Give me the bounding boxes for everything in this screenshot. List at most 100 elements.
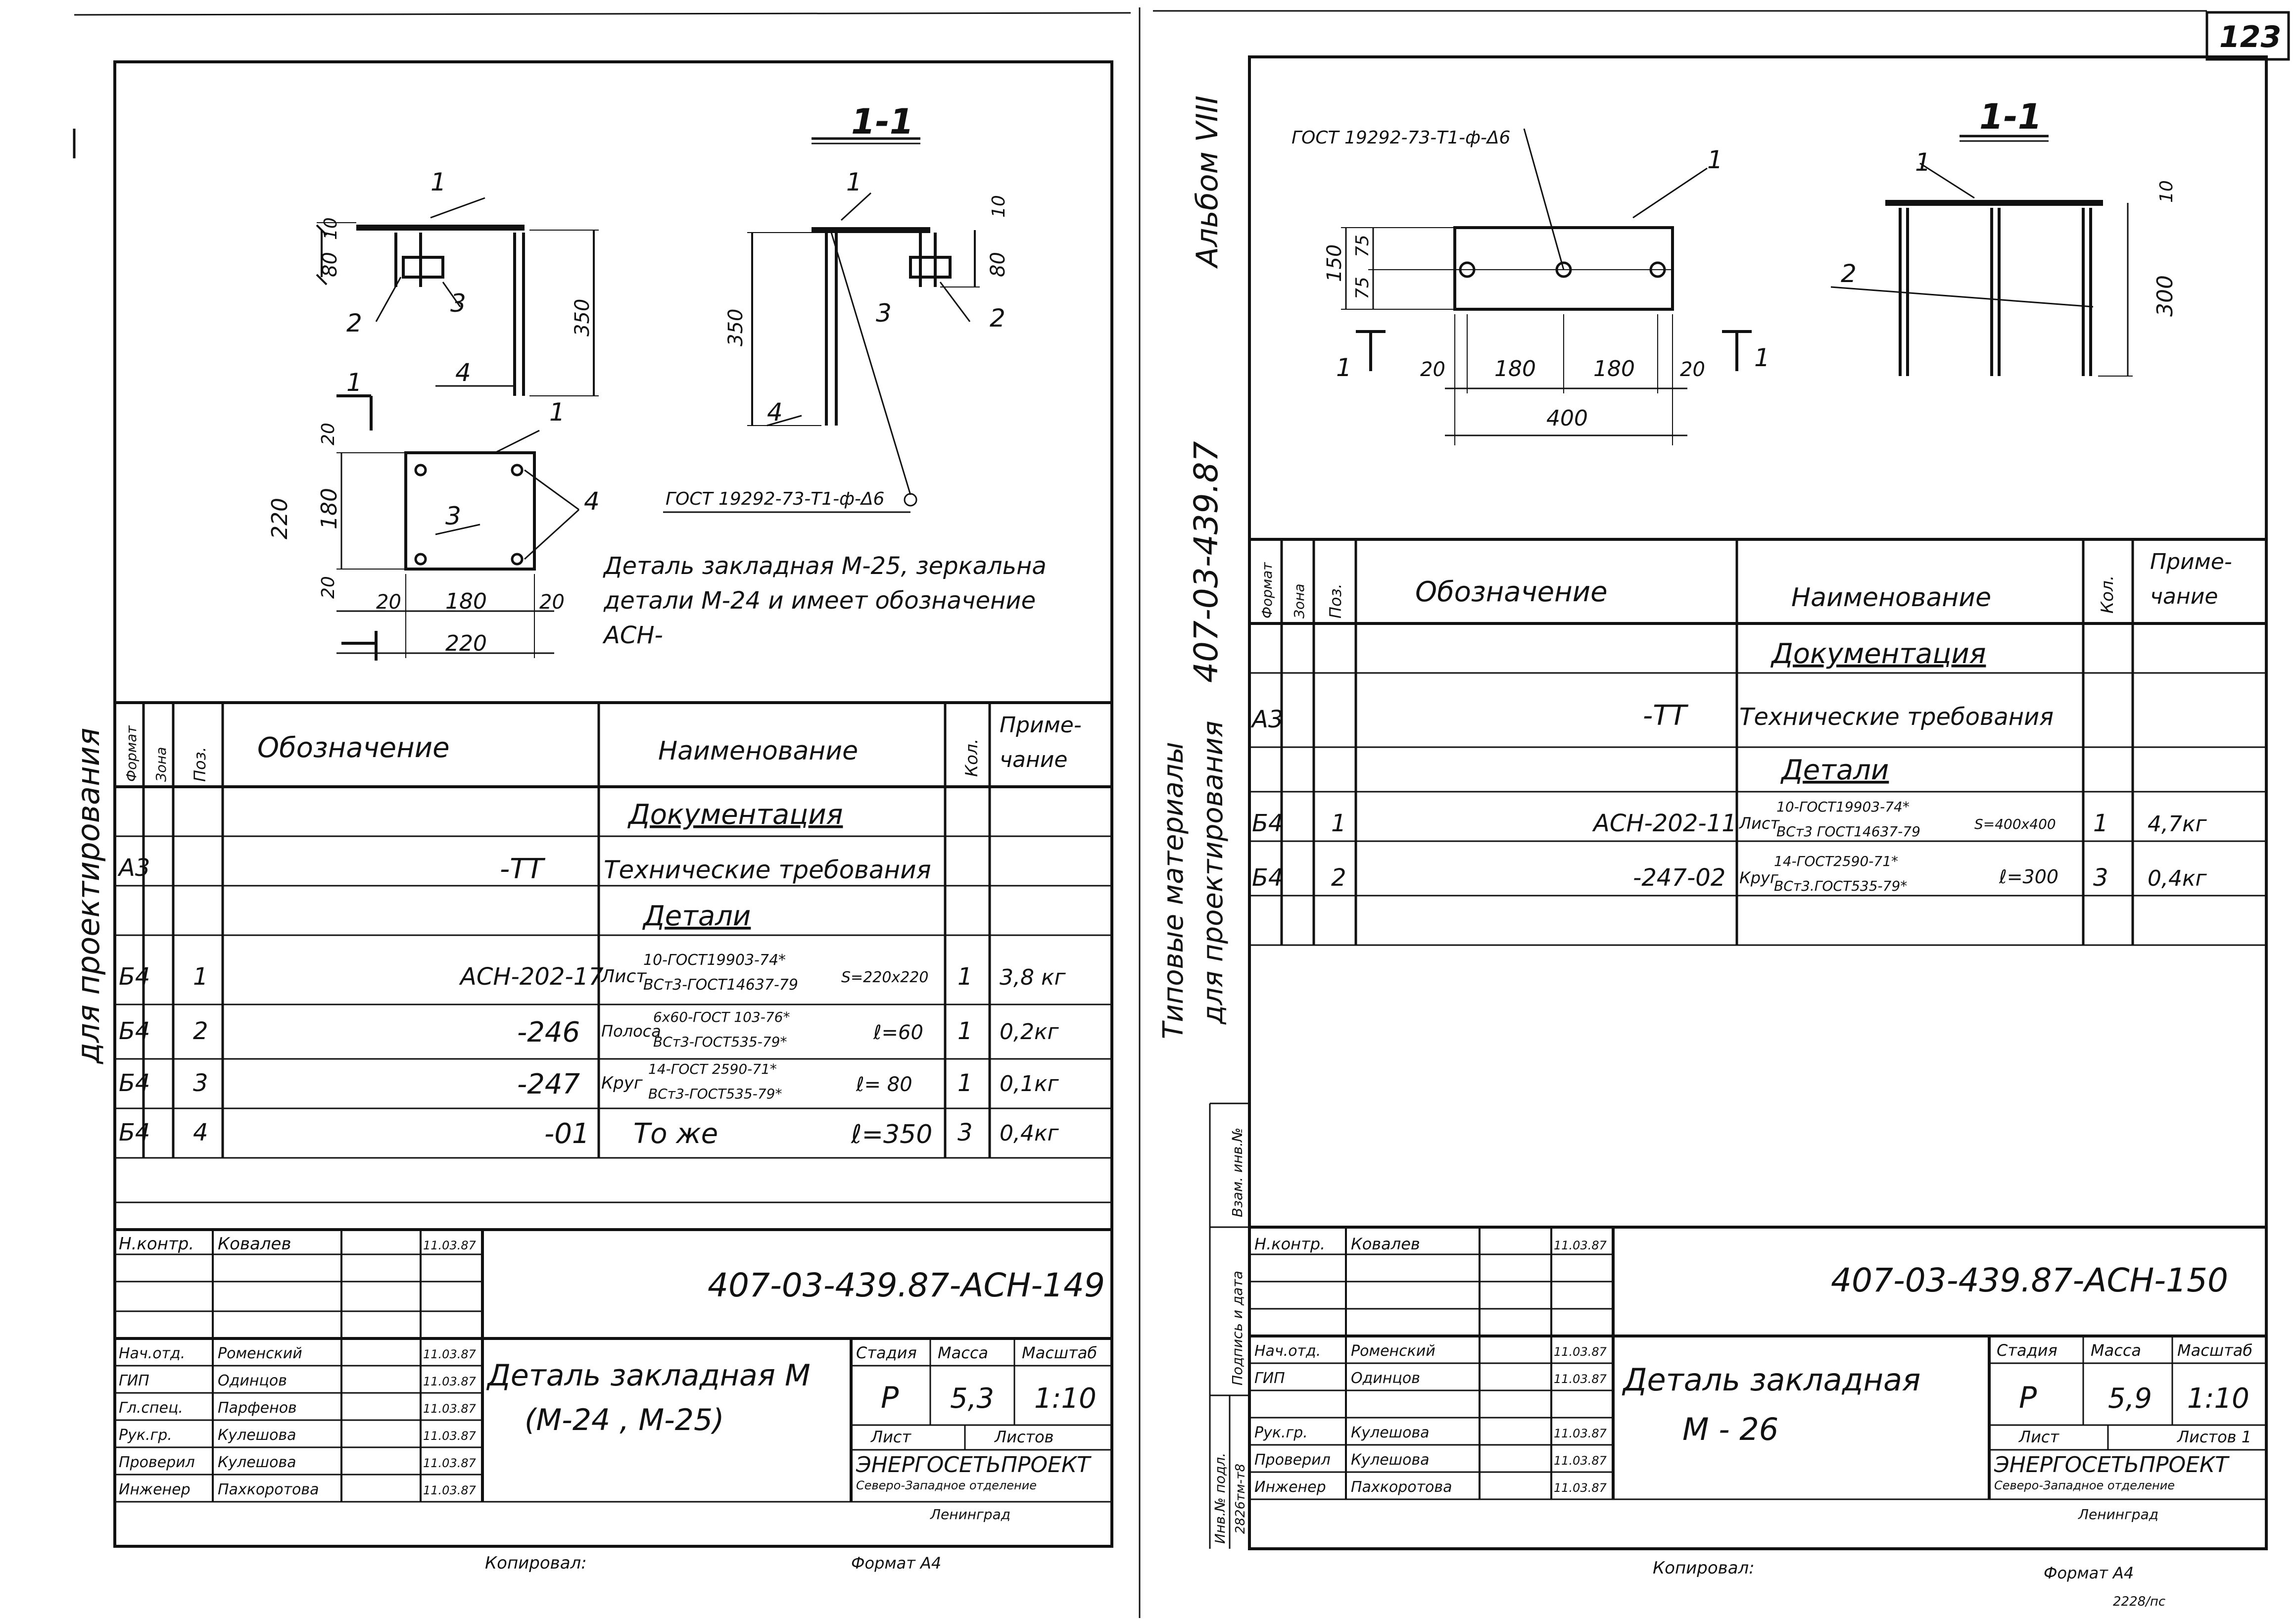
right-h-pos: Поз. bbox=[1326, 583, 1345, 619]
right-r2-frac-top: 14-ГОСТ2590-71* bbox=[1774, 853, 1898, 869]
rs-pos2: 2 bbox=[1841, 259, 1857, 288]
left-section-title: 1-1 bbox=[851, 101, 913, 142]
left-scale: 1:10 bbox=[1034, 1383, 1097, 1415]
right-r1-suffix: S=400х400 bbox=[1974, 816, 2056, 832]
left-dim-10-b: 10 bbox=[989, 195, 1009, 218]
left-dim-350: 350 bbox=[571, 299, 594, 336]
left-r2-qty: 1 bbox=[957, 1017, 973, 1045]
left-scale-h: Масштаб bbox=[1022, 1343, 1097, 1362]
left-r0-format: А3 bbox=[117, 854, 150, 882]
left-h-zone: Зона bbox=[153, 747, 169, 782]
left-doc-code: 407-03-439.87-АСН-149 bbox=[708, 1266, 1105, 1304]
left-note-line3: АСН- bbox=[602, 621, 663, 649]
left-staff5-role: Рук.гр. bbox=[119, 1427, 172, 1444]
plan-cut-mark: 1 bbox=[346, 368, 362, 397]
left-org3: Ленинград bbox=[930, 1506, 1010, 1523]
left-stage-h: Стадия bbox=[856, 1343, 917, 1362]
right-r0-designation: -ТТ bbox=[1643, 700, 1688, 732]
left-staff0-date: 11.03.87 bbox=[423, 1239, 477, 1252]
plan-dim-20-left: 20 bbox=[376, 591, 401, 614]
plan-pos4: 4 bbox=[584, 487, 600, 516]
left-r3-pos: 3 bbox=[193, 1069, 208, 1097]
left-r4-suffix: ℓ=350 bbox=[851, 1120, 932, 1149]
left-pos4-a: 4 bbox=[455, 358, 471, 387]
right-copied: Копировал: bbox=[1653, 1558, 1755, 1578]
right-staff3-name: Одинцов bbox=[1351, 1370, 1420, 1387]
left-staff4-name: Парфенов bbox=[218, 1399, 297, 1417]
rf-dim-20b: 20 bbox=[1680, 358, 1705, 381]
right-h-note2: чание bbox=[2150, 584, 2218, 609]
rf-cut-r: 1 bbox=[1754, 343, 1770, 372]
rf-cut-l: 1 bbox=[1336, 353, 1352, 382]
right-org3: Ленинград bbox=[2078, 1506, 2158, 1523]
right-staff0-date: 11.03.87 bbox=[1554, 1239, 1607, 1252]
left-staff3-name: Одинцов bbox=[218, 1372, 287, 1389]
left-r2-frac-top: 6х60-ГОСТ 103-76* bbox=[653, 1009, 790, 1025]
right-staff3-role: ГИП bbox=[1254, 1370, 1285, 1387]
left-r1-suffix: S=220х220 bbox=[841, 969, 928, 986]
left-title-line2: (М-24 , М-25) bbox=[525, 1403, 724, 1437]
left-pos1-b: 1 bbox=[846, 168, 862, 196]
rs-dim-10: 10 bbox=[2156, 180, 2177, 203]
left-r3-designation: -247 bbox=[517, 1068, 580, 1100]
right-stage: Р bbox=[2019, 1381, 2037, 1415]
left-h-note1: Приме- bbox=[1000, 713, 1082, 738]
right-r0-format: А3 bbox=[1250, 706, 1283, 733]
left-r0-designation: -ТТ bbox=[500, 853, 545, 885]
left-r4-name: То же bbox=[633, 1118, 718, 1150]
right-sheet-h: Лист bbox=[2018, 1428, 2059, 1446]
page-number: 123 bbox=[2219, 20, 2281, 54]
left-dim-10: 10 bbox=[321, 217, 341, 240]
left-staff0-role: Н.контр. bbox=[119, 1234, 194, 1254]
rf-dim-75a: 75 bbox=[1352, 235, 1373, 257]
right-h-note1: Приме- bbox=[2150, 549, 2232, 574]
left-r3-suffix: ℓ= 80 bbox=[856, 1073, 912, 1096]
left-format: Формат А4 bbox=[851, 1554, 941, 1573]
right-r1-note: 4,7кг bbox=[2148, 811, 2207, 837]
left-staff3-date: 11.03.87 bbox=[423, 1375, 477, 1388]
left-h-name: Наименование bbox=[658, 736, 858, 766]
right-h-format: Формат bbox=[1259, 562, 1275, 619]
right-h-name: Наименование bbox=[1791, 583, 1991, 613]
left-dim-80-b: 80 bbox=[987, 252, 1009, 277]
left-r2-format: Б4 bbox=[119, 1017, 150, 1045]
right-r1-pos: 1 bbox=[1331, 810, 1346, 837]
right-scale-h: Масштаб bbox=[2177, 1341, 2252, 1360]
right-section-title: 1-1 bbox=[1979, 96, 2042, 137]
left-org2: Северо-Западное отделение bbox=[856, 1479, 1037, 1492]
rf-dim-180a: 180 bbox=[1494, 356, 1536, 382]
right-side-title2: для проектирования bbox=[1197, 720, 1229, 1025]
left-r3-frac-top: 14-ГОСТ 2590-71* bbox=[648, 1061, 777, 1077]
right-org2: Северо-Западное отделение bbox=[1994, 1479, 2175, 1492]
left-pos3-b: 3 bbox=[876, 299, 892, 328]
left-staff7-role: Инженер bbox=[119, 1481, 191, 1498]
right-staff4-date: 11.03.87 bbox=[1554, 1427, 1607, 1440]
left-h-pos: Поз. bbox=[191, 747, 209, 782]
left-h-designation: Обозначение bbox=[257, 732, 450, 764]
plan-dim-220-h: 220 bbox=[445, 631, 487, 656]
right-r2-pos: 2 bbox=[1331, 864, 1346, 892]
rf-dim-150: 150 bbox=[1323, 244, 1346, 282]
right-section-parts: Детали bbox=[1780, 754, 1889, 786]
right-staff6-role: Инженер bbox=[1254, 1479, 1326, 1496]
rs-pos1: 1 bbox=[1915, 148, 1931, 177]
right-section-docs: Документация bbox=[1770, 638, 1986, 670]
rf-dim-75b: 75 bbox=[1352, 277, 1373, 299]
right-side-orig: Инв.№ подл. bbox=[1212, 1453, 1228, 1544]
right-r1-designation: АСН-202-11 bbox=[1592, 810, 1737, 837]
right-staff6-date: 11.03.87 bbox=[1554, 1481, 1607, 1495]
right-staff4-name: Кулешова bbox=[1351, 1424, 1430, 1441]
right-mass: 5,9 bbox=[2108, 1383, 2152, 1415]
right-org1: ЭНЕРГОСЕТЬПРОЕКТ bbox=[1994, 1452, 2230, 1478]
left-staff2-date: 11.03.87 bbox=[423, 1347, 477, 1361]
left-stage: Р bbox=[881, 1381, 899, 1415]
left-staff6-name: Кулешова bbox=[218, 1454, 296, 1471]
left-dim-80: 80 bbox=[319, 252, 341, 277]
left-staff4-role: Гл.спец. bbox=[119, 1399, 183, 1417]
right-doc-code: 407-03-439.87-АСН-150 bbox=[1831, 1261, 2228, 1299]
right-r1-format: Б4 bbox=[1252, 810, 1283, 837]
left-staff7-name: Пахкоротова bbox=[218, 1481, 319, 1498]
right-r2-designation: -247-02 bbox=[1633, 864, 1725, 892]
left-r2-prefix: Полоса bbox=[601, 1022, 661, 1041]
left-r4-qty: 3 bbox=[957, 1119, 973, 1146]
